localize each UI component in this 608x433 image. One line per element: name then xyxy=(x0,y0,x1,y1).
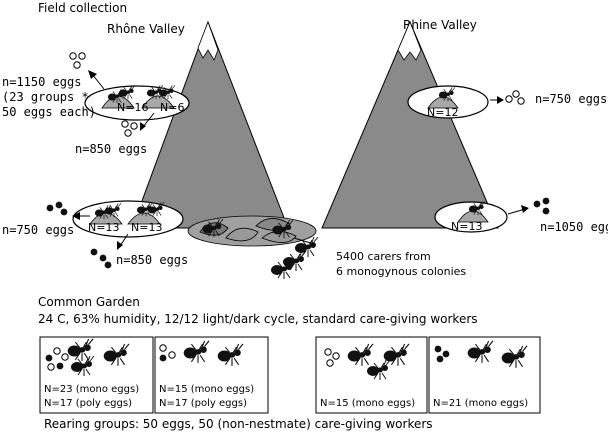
rearing-groups-footer: Rearing groups: 50 eggs, 50 (non-nestmat… xyxy=(44,417,433,431)
lower-left-eggs-left: n=750 eggs xyxy=(2,223,74,237)
lower-right-collection: N=13 xyxy=(434,200,508,233)
upper-left-collection: N=16 N=6 xyxy=(84,84,190,121)
lower-left-n-right: N=13 xyxy=(131,221,162,234)
rearing-box-4: N=21 (mono eggs) xyxy=(428,336,541,414)
lower-left-collection: N=13 N=13 xyxy=(72,200,184,238)
upper-left-n-right: N=6 xyxy=(160,101,184,114)
upper-left-eggs-top-1: n=1150 eggs xyxy=(2,75,81,89)
carer-nest-cluster xyxy=(187,215,317,247)
right-mountain xyxy=(321,20,499,229)
box-1-line-1: N=23 (mono eggs) xyxy=(44,384,139,395)
rhine-valley-label: Rhine Valley xyxy=(403,18,477,32)
carers-line-1: 5400 carers from xyxy=(336,250,431,263)
upper-left-n-left: N=16 xyxy=(117,101,148,114)
arrow-head xyxy=(88,70,97,79)
lower-right-eggs: n=1050 eggs xyxy=(540,220,608,234)
common-garden-conditions: 24 C, 63% humidity, 12/12 light/dark cyc… xyxy=(38,312,478,326)
box-1-line-2: N=17 (poly eggs) xyxy=(44,398,132,409)
upper-right-collection: N=12 xyxy=(407,85,489,119)
upper-right-n: N=12 xyxy=(427,106,458,119)
common-garden-title: Common Garden xyxy=(38,295,140,309)
box-2-line-2: N=17 (poly eggs) xyxy=(159,398,247,409)
box-3-line-1: N=15 (mono eggs) xyxy=(320,398,415,409)
lower-right-n: N=13 xyxy=(451,220,482,233)
upper-left-eggs-top-2: (23 groups * xyxy=(2,90,89,104)
left-mountain xyxy=(131,20,289,229)
lower-left-eggs-bottom: n=850 eggs xyxy=(116,253,188,267)
box-2-line-1: N=15 (mono eggs) xyxy=(159,384,254,395)
lower-left-n-left: N=13 xyxy=(88,221,119,234)
field-collection-title: Field collection xyxy=(38,1,127,15)
rearing-box-2: N=15 (mono eggs) N=17 (poly eggs) xyxy=(154,336,269,414)
upper-left-eggs-top-3: 50 eggs each) xyxy=(2,105,96,119)
carers-line-2: 6 monogynous colonies xyxy=(336,265,466,278)
rearing-box-3: N=15 (mono eggs) xyxy=(315,336,428,414)
upper-right-eggs: n=750 eggs xyxy=(535,92,607,106)
upper-left-eggs-bottom: n=850 eggs xyxy=(75,142,147,156)
rearing-box-1: N=23 (mono eggs) N=17 (poly eggs) xyxy=(39,336,154,414)
rhone-valley-label: Rhône Valley xyxy=(107,22,185,36)
box-4-line-1: N=21 (mono eggs) xyxy=(433,398,528,409)
